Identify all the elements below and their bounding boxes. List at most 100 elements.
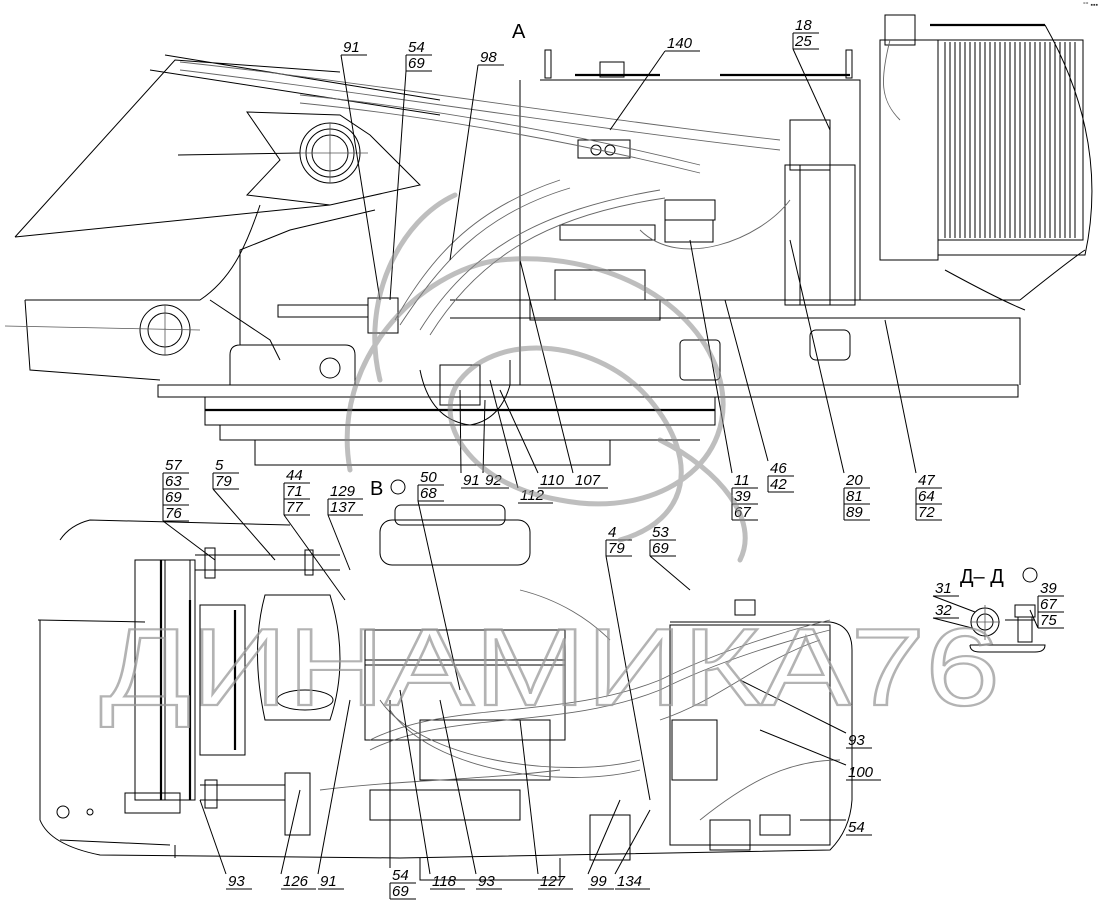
leader-line [789, 239, 845, 474]
callout-number: 25 [794, 33, 812, 50]
watermark-swirl [344, 192, 748, 563]
callout-number: 99 [590, 873, 607, 890]
section-view [969, 567, 1046, 653]
callout-b93b: 93 [439, 699, 502, 890]
leader-line [439, 699, 477, 875]
leader-line [449, 64, 479, 261]
callout-b91: 91 [317, 699, 351, 890]
leader-line [327, 514, 351, 571]
leader-line [792, 48, 831, 131]
boom-bracket [245, 111, 421, 206]
hydraulic-hose [519, 589, 611, 641]
callout-c93r: 93 [739, 679, 872, 749]
hydraulic-hose [319, 769, 561, 791]
hydraulic-hose [389, 709, 641, 778]
view-b-marker-circle [390, 479, 406, 495]
callout-number: 93 [228, 873, 245, 890]
watermark-text: ДИНАМИКА76 [100, 606, 1000, 729]
hydraulic-hose [299, 102, 701, 174]
callout-number: 46 [770, 460, 787, 477]
callout-number: 93 [478, 873, 495, 890]
callout-c54r: 54 [800, 819, 872, 836]
callout-number: 107 [575, 472, 601, 489]
callout-b118: 118 [399, 689, 465, 890]
watermark: ДИНАМИКА76 [99, 192, 1001, 730]
callout-number: 91 [320, 873, 337, 890]
arm-outline [24, 204, 281, 381]
leader-line [614, 809, 651, 875]
leader-line [519, 719, 539, 875]
top-view [4, 14, 1093, 466]
callout-number: 127 [540, 873, 566, 890]
callout-b134: 134 [614, 809, 651, 890]
callout-number: 18 [795, 17, 812, 34]
hose-bundle-bottom [319, 589, 841, 821]
callout-number: 69 [652, 540, 669, 557]
callout-number: 32 [935, 602, 952, 619]
callout-number: 140 [667, 35, 693, 52]
callout-number: 68 [420, 485, 437, 502]
callout-number: 91 [343, 39, 360, 56]
callout-c107: 107 [519, 259, 608, 489]
callout-b126: 126 [280, 789, 316, 890]
callout-number: 54 [392, 867, 409, 884]
callout-c98: 98 [449, 49, 504, 261]
leader-line [482, 399, 486, 474]
callout-c91b: 91 [459, 389, 487, 489]
callout-number: 79 [215, 473, 232, 490]
leader-line [605, 555, 651, 801]
leader-line [499, 389, 539, 474]
leader-line [932, 617, 973, 629]
oil-tank [379, 519, 531, 566]
hydraulic-hose [699, 759, 841, 821]
leader-line [609, 50, 666, 131]
callout-number: 126 [283, 873, 309, 890]
leader-line [417, 500, 461, 691]
view-label-a: А [512, 21, 526, 43]
leader-line [759, 729, 847, 766]
leader-line [739, 679, 847, 734]
callout-number: 129 [330, 483, 356, 500]
callout-number: 54 [408, 39, 425, 56]
callout-number: 118 [432, 873, 457, 890]
callout-number: 63 [165, 473, 182, 490]
leader-line [1029, 609, 1039, 629]
section-marker-circle [1022, 567, 1038, 583]
leader-line [399, 689, 431, 875]
callout-number: 53 [652, 524, 669, 541]
callout-number: 64 [918, 488, 935, 505]
hose-bundle-top [179, 39, 901, 336]
callout-number: 100 [848, 764, 874, 781]
turntable-plate [157, 384, 1019, 398]
callout-number: 79 [608, 540, 625, 557]
view-label-b: В [370, 478, 383, 500]
callout-number: 69 [392, 883, 409, 900]
callout-number: 44 [286, 467, 303, 484]
callout-number: 69 [165, 489, 182, 506]
callout-number: 72 [918, 504, 935, 521]
callout-number: 67 [1040, 596, 1057, 613]
callout-number: 47 [918, 472, 935, 489]
leader-line [932, 595, 976, 613]
callout-number: 137 [330, 499, 356, 516]
callout-number: 42 [770, 476, 787, 493]
hydraulic-hose [394, 179, 561, 321]
leader-line [587, 799, 621, 875]
callout-s32: 32 [932, 602, 973, 629]
hydraulic-hose [639, 199, 791, 250]
leader-line [489, 379, 519, 489]
leader-line [212, 488, 276, 561]
callout-c110: 110 [499, 389, 573, 489]
callout-c100: 100 [759, 729, 881, 781]
leader-line [884, 319, 917, 474]
leader-line [317, 699, 351, 875]
callout-number: 76 [165, 505, 182, 522]
leader-line [283, 514, 346, 601]
leader-line [340, 54, 381, 301]
